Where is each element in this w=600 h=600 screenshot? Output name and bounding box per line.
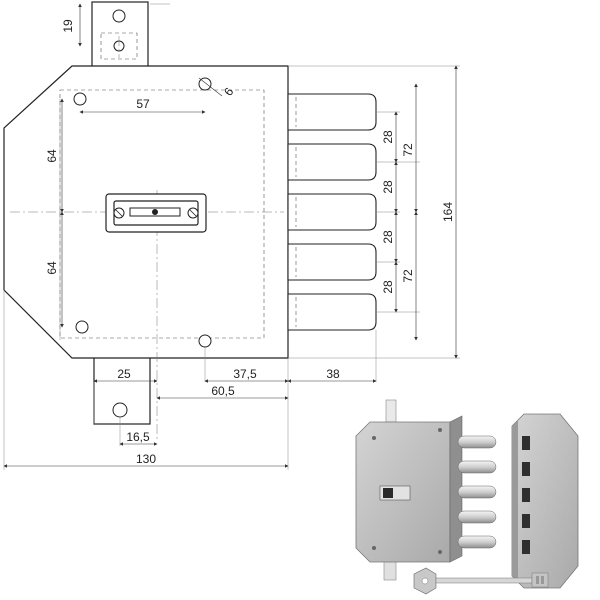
dim-label-25: 25 (117, 367, 131, 381)
hole-bottom-left (75, 320, 89, 334)
dim-label-28-4: 28 (381, 280, 395, 294)
photo-bolt-5 (457, 535, 497, 549)
photo-bolt-1 (457, 435, 497, 449)
photo-keyhole (383, 488, 393, 498)
dim-label-57: 57 (136, 97, 150, 111)
bottom-tab-hole (112, 402, 128, 418)
dim-label-37-5: 37,5 (233, 367, 257, 381)
photo-key (413, 567, 549, 595)
photo-bolts (457, 435, 497, 549)
dim-label-28-1: 28 (381, 130, 395, 144)
hole-top-right (198, 77, 212, 91)
dim-label-60-5: 60,5 (211, 384, 235, 398)
bolts (287, 93, 377, 331)
bolt-3 (287, 193, 377, 231)
bolt-5 (287, 293, 377, 331)
product-photo (355, 399, 579, 595)
hole-bottom-right (198, 334, 212, 348)
hole-top-left (73, 92, 87, 106)
bolt-1 (287, 93, 377, 131)
dim-label-28-2: 28 (381, 180, 395, 194)
top-tab-hidden-outline (100, 32, 138, 60)
photo-bolt-3 (457, 485, 497, 499)
dim-label-130: 130 (136, 452, 156, 466)
top-tab-hole (112, 9, 126, 23)
technical-drawing: 19 6 57 64 64 28 28 28 28 72 72 164 25 3… (3, 1, 460, 470)
dim-label-38: 38 (326, 367, 340, 381)
dim-label-16-5: 16,5 (126, 430, 150, 444)
dim-label-72-bottom: 72 (401, 269, 415, 283)
dim-label-64-top: 64 (45, 149, 59, 163)
photo-bolt-4 (457, 510, 497, 524)
keyhole-escutcheon (105, 193, 207, 233)
photo-key-bit (531, 572, 549, 588)
photo-strike-plate (511, 413, 579, 589)
dim-label-19: 19 (61, 19, 75, 33)
photo-top-tab (385, 399, 397, 423)
photo-bolt-2 (457, 460, 497, 474)
photo-strike-slots (522, 436, 530, 554)
dim-label-64-bottom: 64 (45, 261, 59, 275)
bolt-4 (287, 243, 377, 281)
photo-bottom-tab (383, 559, 397, 581)
photo-key-shaft (435, 577, 533, 584)
dim-label-28-3: 28 (381, 230, 395, 244)
dim-label-164: 164 (441, 202, 455, 222)
dim-label-72-top: 72 (401, 143, 415, 157)
bolt-2 (287, 143, 377, 181)
